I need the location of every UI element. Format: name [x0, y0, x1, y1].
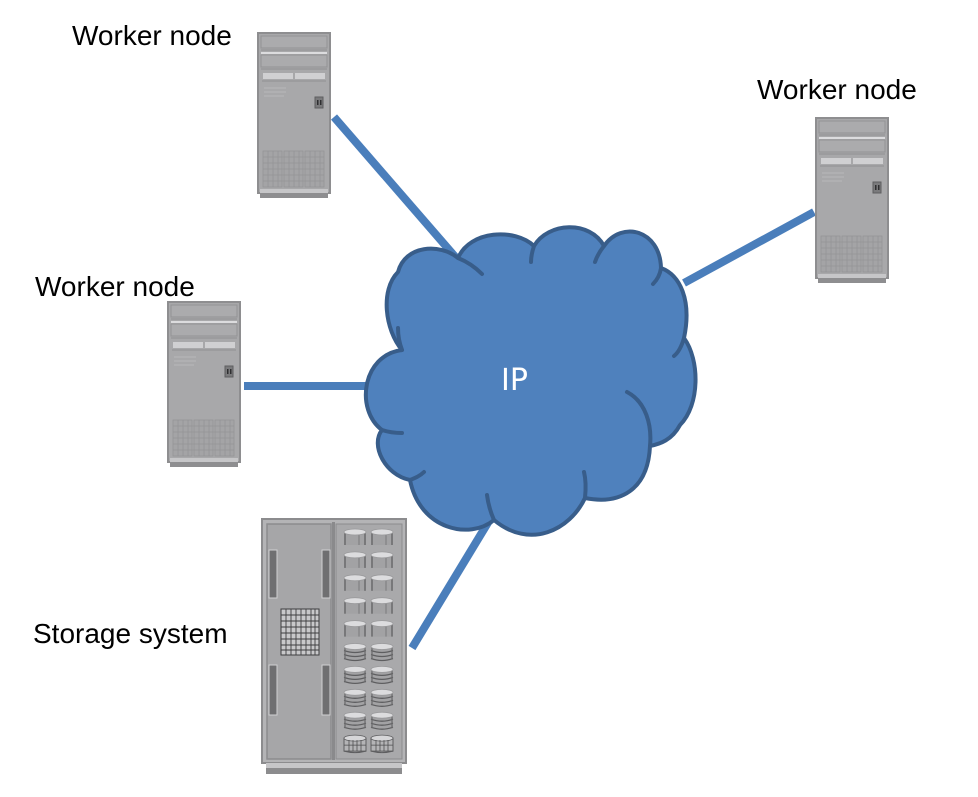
network-cloud-icon	[363, 225, 698, 537]
stacked-disk-icon	[370, 688, 394, 707]
worker-node-2: Worker node	[35, 271, 241, 468]
worker-node-3: Worker node	[757, 74, 917, 284]
single-disk-icon	[370, 596, 394, 615]
worker-node-3-label: Worker node	[757, 74, 917, 105]
single-disk-icon	[343, 528, 367, 546]
single-disk-icon	[343, 619, 367, 638]
link-storage-to-cloud	[408, 513, 496, 651]
single-disk-icon	[343, 574, 367, 592]
ip-network-cloud: IP	[363, 225, 698, 537]
stacked-disk-icon	[370, 711, 394, 730]
storage-system: Storage system	[33, 518, 407, 774]
stacked-disk-icon	[343, 642, 367, 662]
link-worker-1-to-cloud	[330, 114, 462, 263]
single-disk-icon	[343, 551, 367, 569]
link-worker-3-to-cloud	[682, 208, 816, 287]
single-disk-icon	[370, 528, 394, 546]
cloud-label: IP	[501, 363, 528, 398]
worker-node-1-label: Worker node	[72, 20, 232, 51]
stacked-disk-icon	[343, 688, 367, 707]
tower-server-icon	[257, 32, 331, 199]
worker-node-2-label: Worker node	[35, 271, 195, 302]
tower-server-icon	[167, 301, 241, 468]
links	[244, 114, 816, 651]
stacked-disk-icon	[370, 642, 394, 662]
tape-cartridge-icon	[370, 734, 394, 754]
single-disk-icon	[370, 551, 394, 569]
vent-grid	[280, 608, 320, 656]
stacked-disk-icon	[343, 665, 367, 685]
storage-system-label: Storage system	[33, 618, 228, 649]
single-disk-icon	[370, 574, 394, 592]
single-disk-icon	[370, 619, 394, 638]
stacked-disk-icon	[343, 711, 367, 730]
tower-server-icon	[815, 117, 889, 284]
single-disk-icon	[343, 596, 367, 615]
storage-rack-icon	[261, 518, 407, 774]
tape-cartridge-icon	[343, 734, 367, 754]
worker-node-1: Worker node	[72, 20, 331, 199]
stacked-disk-icon	[370, 665, 394, 685]
